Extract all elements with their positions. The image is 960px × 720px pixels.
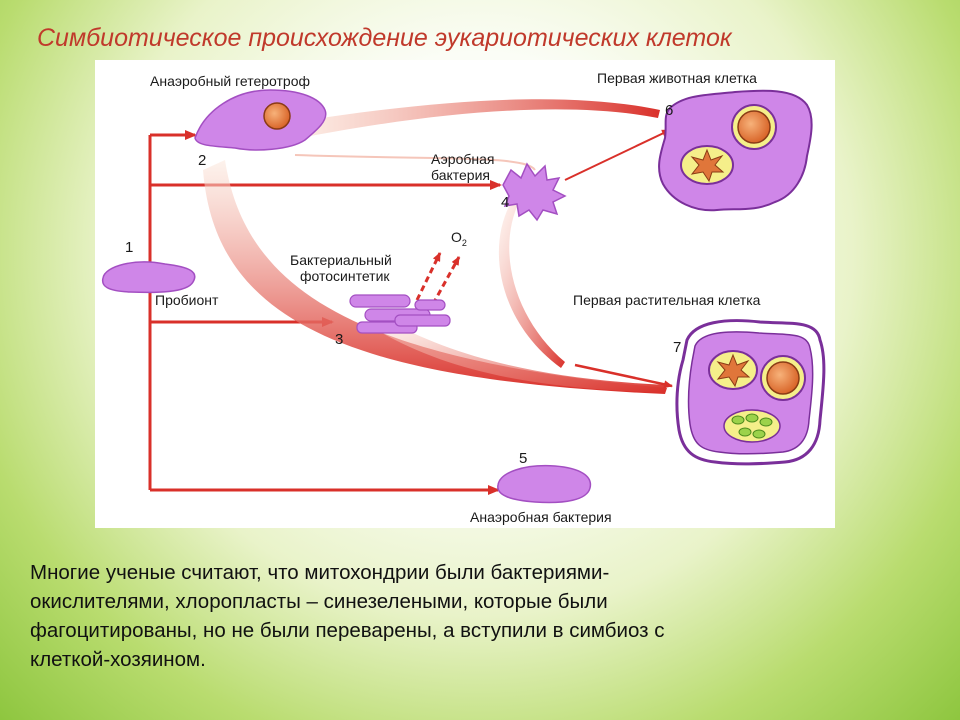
label-first-animal-cell: Первая животная клетка (597, 70, 757, 86)
label-photosynthetic-2: фотосинтетик (300, 268, 390, 284)
label-anaerobic-heterotroph: Анаэробный гетеротроф (150, 73, 310, 89)
anaerobic-bacterium-cell (497, 464, 592, 504)
plant-cell (675, 319, 826, 466)
arrow-to-animal-cell (564, 129, 671, 181)
oxygen-arrows (415, 252, 461, 305)
number-2: 2 (198, 152, 206, 169)
arrow-to-plant-cell (574, 363, 673, 389)
probiont-cell (101, 261, 196, 294)
animal-cell (658, 89, 813, 212)
label-oxygen: O2 (451, 229, 467, 248)
number-4: 4 (501, 194, 509, 211)
caption-line: клеткой-хозяином. (30, 648, 206, 671)
number-5: 5 (519, 450, 527, 467)
caption-line: фагоцитированы, но не были переварены, а… (30, 619, 665, 642)
caption-line: Многие ученые считают, что митохондрии б… (30, 561, 610, 584)
label-anaerobic-bacterium: Анаэробная бактерия (470, 509, 612, 525)
number-1: 1 (125, 239, 133, 256)
label-photosynthetic-1: Бактериальный (290, 252, 392, 268)
symbiosis-diagram: Анаэробный гетеротроф Первая животная кл… (101, 70, 826, 525)
photosynthetic-bacteria (349, 294, 451, 334)
label-aerobic-bacterium-2: бактерия (431, 167, 490, 183)
caption-text: Многие ученые считают, что митохондрии б… (30, 558, 810, 674)
number-6: 6 (665, 102, 673, 119)
number-7: 7 (673, 339, 681, 356)
caption-line: окислителями, хлоропласты – синезелеными… (30, 590, 608, 613)
number-3: 3 (335, 331, 343, 348)
label-probiont: Пробионт (155, 292, 219, 308)
anaerobic-heterotroph-cell (194, 89, 327, 151)
diagram-panel: Анаэробный гетеротроф Первая животная кл… (95, 60, 835, 528)
slide-title: Симбиотическое происхождение эукариотиче… (37, 24, 732, 52)
label-aerobic-bacterium-1: Аэробная (431, 151, 494, 167)
label-first-plant-cell: Первая растительная клетка (573, 292, 761, 308)
aerobic-bacterium-cell (502, 162, 567, 222)
